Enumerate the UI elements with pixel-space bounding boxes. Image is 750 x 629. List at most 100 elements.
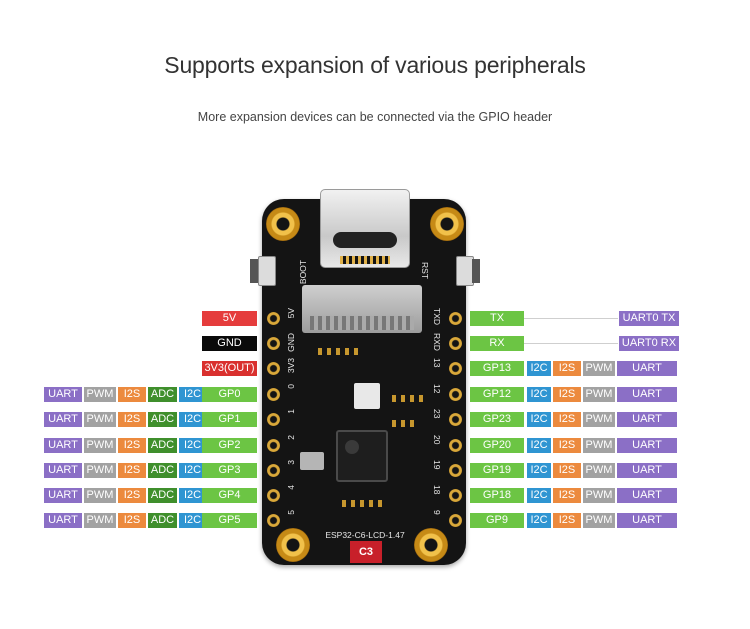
- function-label-pwm: PWM: [583, 438, 615, 453]
- function-label-i2s: I2S: [118, 488, 146, 503]
- mounting-hole-bottom-left: [276, 528, 310, 562]
- function-label-i2s: I2S: [553, 463, 581, 478]
- leader-line: [524, 343, 618, 344]
- function-label-adc: ADC: [148, 412, 177, 427]
- usb-c-pads: [340, 256, 390, 264]
- function-label-uart: UART: [617, 438, 677, 453]
- waveshare-logo-icon: [354, 383, 380, 409]
- function-label-pwm: PWM: [84, 387, 116, 402]
- crystal: [300, 452, 324, 470]
- function-label-i2c: I2C: [179, 513, 206, 528]
- pin-silkscreen-left: 5V: [286, 308, 296, 319]
- rst-silkscreen: RST: [420, 262, 430, 279]
- header-pin-right: [449, 413, 462, 426]
- header-pin-right: [449, 362, 462, 375]
- function-label-pwm: PWM: [84, 513, 116, 528]
- pin-silkscreen-left: 5: [286, 510, 296, 515]
- boot-button-knob: [250, 259, 258, 283]
- function-label-adc: ADC: [148, 513, 177, 528]
- function-label-pwm: PWM: [583, 488, 615, 503]
- uart-function-label: UART0 TX: [619, 311, 679, 326]
- function-label-i2s: I2S: [553, 412, 581, 427]
- header-pin-right: [449, 337, 462, 350]
- mounting-hole-top-left: [266, 207, 300, 241]
- function-label-i2s: I2S: [118, 513, 146, 528]
- function-label-i2c: I2C: [179, 412, 206, 427]
- function-label-i2c: I2C: [527, 488, 551, 503]
- pin-silkscreen-left: 3: [286, 460, 296, 465]
- gpio-label-gp23: GP23: [470, 412, 524, 427]
- function-label-i2c: I2C: [179, 438, 206, 453]
- function-label-adc: ADC: [148, 438, 177, 453]
- power-label-gnd: GND: [202, 336, 257, 351]
- boot-button[interactable]: [258, 256, 276, 286]
- lcd-connector-pins: [310, 316, 414, 330]
- function-label-adc: ADC: [148, 488, 177, 503]
- pin-silkscreen-right: TXD: [432, 308, 442, 325]
- header-pin-left: [267, 439, 280, 452]
- function-label-uart: UART: [617, 361, 677, 376]
- function-label-pwm: PWM: [583, 412, 615, 427]
- header-pin-right: [449, 489, 462, 502]
- pin-silkscreen-left: 2: [286, 435, 296, 440]
- function-label-i2s: I2S: [118, 463, 146, 478]
- function-label-i2c: I2C: [527, 361, 551, 376]
- pin-silkscreen-right: 23: [432, 409, 442, 419]
- pin-silkscreen-left: 1: [286, 409, 296, 414]
- board-name: ESP32-C6-LCD-1.47: [325, 530, 405, 540]
- page-subtitle: More expansion devices can be connected …: [197, 110, 553, 124]
- function-label-pwm: PWM: [583, 387, 615, 402]
- reset-button-knob: [472, 259, 480, 283]
- header-pin-left: [267, 413, 280, 426]
- pin-silkscreen-left: 0: [286, 384, 296, 389]
- pin-silkscreen-right: 13: [432, 358, 442, 368]
- pin-silkscreen-right: 19: [432, 460, 442, 470]
- gpio-label-gp5: GP5: [202, 513, 257, 528]
- leader-line: [524, 318, 618, 319]
- function-label-adc: ADC: [148, 387, 177, 402]
- function-label-i2c: I2C: [179, 387, 206, 402]
- function-label-uart: UART: [617, 513, 677, 528]
- gpio-label-gp18: GP18: [470, 488, 524, 503]
- header-pin-right: [449, 388, 462, 401]
- function-label-i2s: I2S: [118, 438, 146, 453]
- function-label-pwm: PWM: [583, 463, 615, 478]
- smd-pads: [342, 500, 386, 507]
- function-label-i2c: I2C: [527, 387, 551, 402]
- power-label-3v3-out-: 3V3(OUT): [202, 361, 257, 376]
- header-pin-right: [449, 439, 462, 452]
- function-label-i2s: I2S: [553, 387, 581, 402]
- function-label-i2c: I2C: [527, 463, 551, 478]
- mounting-hole-bottom-right: [414, 528, 448, 562]
- function-label-uart: UART: [44, 463, 82, 478]
- header-pin-right: [449, 514, 462, 527]
- function-label-uart: UART: [44, 387, 82, 402]
- function-label-i2c: I2C: [527, 513, 551, 528]
- function-label-pwm: PWM: [84, 412, 116, 427]
- header-pin-left: [267, 464, 280, 477]
- pin-silkscreen-left: 3V3: [286, 358, 296, 374]
- header-pin-left: [267, 514, 280, 527]
- gpio-label-gp12: GP12: [470, 387, 524, 402]
- smd-pads: [392, 395, 424, 402]
- function-label-pwm: PWM: [583, 513, 615, 528]
- pin-silkscreen-right: 9: [432, 510, 442, 515]
- pin-silkscreen-right: 12: [432, 384, 442, 394]
- smd-pads: [318, 348, 358, 355]
- function-label-i2c: I2C: [179, 488, 206, 503]
- function-label-uart: UART: [617, 387, 677, 402]
- function-label-i2s: I2S: [553, 361, 581, 376]
- mounting-hole-top-right: [430, 207, 464, 241]
- function-label-uart: UART: [44, 488, 82, 503]
- function-label-i2c: I2C: [527, 438, 551, 453]
- function-label-i2c: I2C: [179, 463, 206, 478]
- function-label-uart: UART: [617, 463, 677, 478]
- header-pin-right: [449, 312, 462, 325]
- uart-pin-label-rx: RX: [470, 336, 524, 351]
- gpio-label-gp9: GP9: [470, 513, 524, 528]
- gpio-label-gp1: GP1: [202, 412, 257, 427]
- function-label-adc: ADC: [148, 463, 177, 478]
- page-title: Supports expansion of various peripheral…: [164, 52, 586, 78]
- header-pin-left: [267, 312, 280, 325]
- function-label-pwm: PWM: [84, 488, 116, 503]
